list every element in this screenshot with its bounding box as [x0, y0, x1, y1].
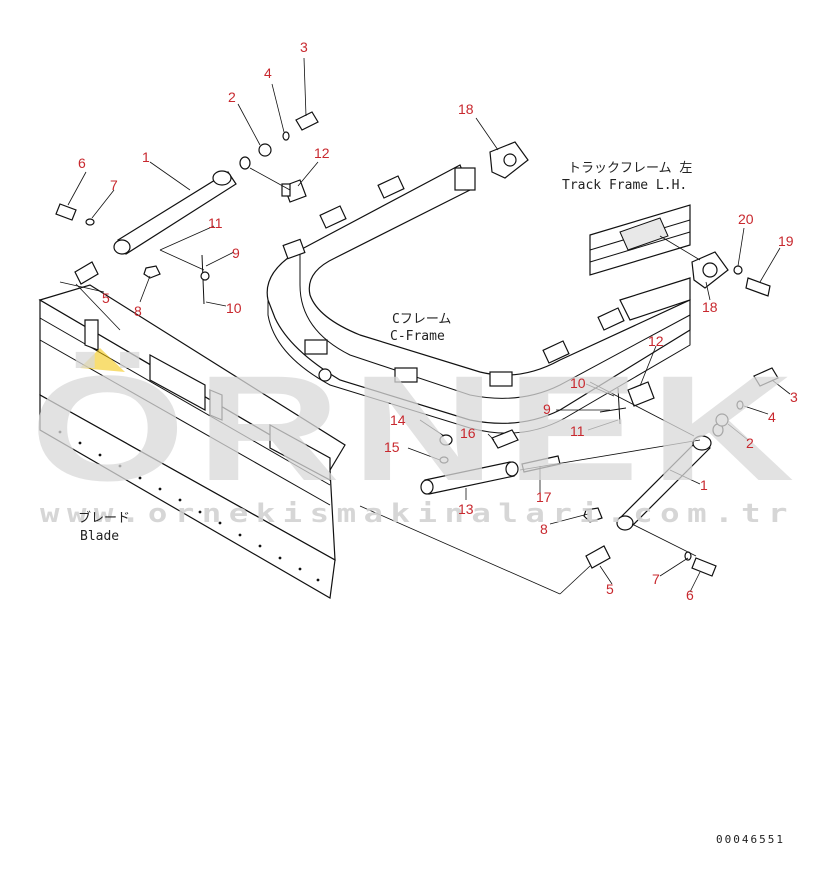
- callout-17: 17: [536, 489, 552, 505]
- callout-15: 15: [384, 439, 400, 455]
- callout-1: 1: [700, 477, 708, 493]
- callout-5: 5: [102, 290, 110, 306]
- leader-lines: [59, 57, 791, 595]
- callout-11: 11: [208, 215, 223, 231]
- callout-7: 7: [652, 571, 660, 587]
- mount-18-lower: [691, 251, 729, 289]
- diagonal-brace-upper-left: [113, 156, 251, 255]
- blade-bolt-holes: [58, 430, 320, 582]
- callout-19: 19: [778, 233, 794, 249]
- callout-12: 12: [314, 145, 330, 161]
- callout-11: 11: [570, 423, 585, 439]
- callout-4: 4: [264, 65, 272, 81]
- callout-3: 3: [300, 39, 308, 55]
- ball-joint-12-lower: [627, 381, 655, 407]
- document-id: 00046551: [716, 833, 785, 846]
- callout-4: 4: [768, 409, 776, 425]
- callout-5: 5: [606, 581, 614, 597]
- caption-cframe-en: C-Frame: [390, 329, 445, 344]
- callout-13: 13: [458, 501, 474, 517]
- callout-18: 18: [702, 299, 718, 315]
- cylinder-13: [420, 461, 519, 495]
- caption-blade-en: Blade: [80, 529, 119, 544]
- callout-9: 9: [543, 401, 551, 417]
- callout-9: 9: [232, 245, 240, 261]
- track-frame: [589, 204, 691, 276]
- c-frame: [266, 164, 691, 434]
- callout-2: 2: [228, 89, 236, 105]
- caption-blade-jp: ブレード: [78, 510, 130, 526]
- callout-3: 3: [790, 389, 798, 405]
- callout-6: 6: [78, 155, 86, 171]
- callout-numbers: 1 1 2 2 3 3 4 4 5 5 6 6 7 7 8 8 9 9 10 1…: [78, 39, 798, 603]
- callout-16: 16: [460, 425, 476, 441]
- callout-6: 6: [686, 587, 694, 603]
- watermark-brand: ÖRNEK: [30, 344, 805, 512]
- watermark-accent-shape: [80, 348, 125, 372]
- callout-2: 2: [746, 435, 754, 451]
- callout-8: 8: [540, 521, 548, 537]
- callout-10: 10: [570, 375, 586, 391]
- callout-8: 8: [134, 303, 142, 319]
- caption-cframe-jp: Cフレーム: [392, 312, 451, 327]
- watermark-url: www.ornekismakinalari.com.tr: [40, 499, 795, 529]
- callout-10: 10: [226, 300, 242, 316]
- callout-14: 14: [390, 412, 406, 428]
- mount-18-upper: [489, 141, 529, 179]
- callout-1: 1: [142, 149, 150, 165]
- watermark: ÖRNEK www.ornekismakinalari.com.tr: [30, 344, 805, 529]
- callout-12: 12: [648, 333, 664, 349]
- callout-7: 7: [110, 177, 118, 193]
- callout-18: 18: [458, 101, 474, 117]
- fasteners: [55, 111, 779, 577]
- caption-track-frame-en: Track Frame L.H.: [562, 178, 687, 193]
- callout-20: 20: [738, 211, 754, 227]
- blade-ribs: [84, 319, 331, 481]
- diagonal-brace-lower-right: [616, 423, 724, 531]
- c-frame-brackets: [282, 167, 625, 387]
- caption-track-frame-jp: トラックフレーム 左: [568, 161, 692, 176]
- ball-joint-12-upper: [281, 179, 307, 203]
